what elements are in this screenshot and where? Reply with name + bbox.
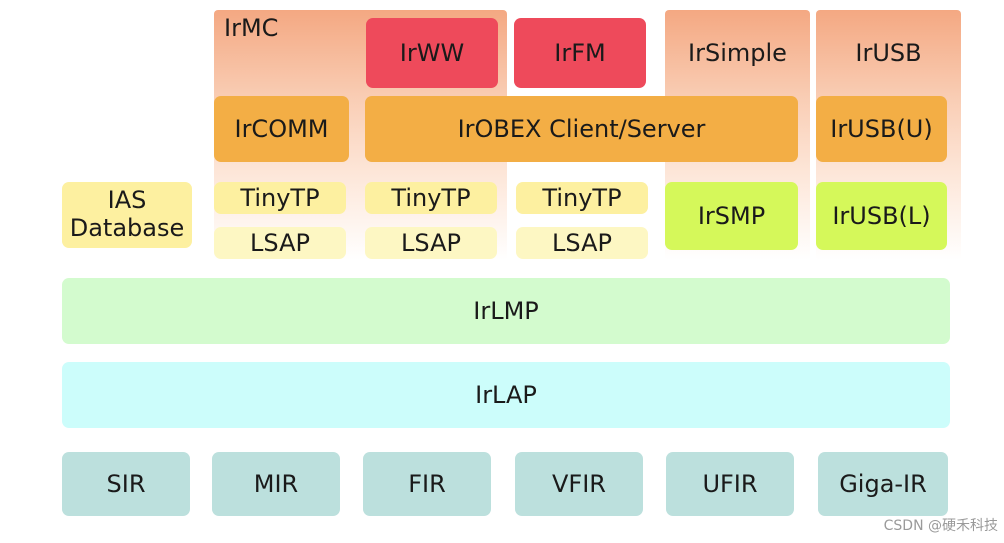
ias-database-box: IAS Database: [62, 182, 192, 248]
irmc-label: IrMC: [224, 14, 279, 42]
physical-ufir-box: UFIR: [666, 452, 794, 516]
irsimple-label: IrSimple: [688, 38, 787, 67]
tinytp-box-3: TinyTP: [516, 182, 648, 214]
irusb-l-box: IrUSB(L): [816, 182, 947, 250]
irlap-box: IrLAP: [62, 362, 950, 428]
irww-box: IrWW: [366, 18, 498, 88]
physical-fir-box: FIR: [363, 452, 491, 516]
irfm-box: IrFM: [514, 18, 646, 88]
lsap-box-2: LSAP: [365, 227, 497, 259]
irobex-box: IrOBEX Client/Server: [365, 96, 798, 162]
irsmp-box: IrSMP: [665, 182, 798, 250]
ircomm-box: IrCOMM: [214, 96, 349, 162]
lsap-box-3: LSAP: [516, 227, 648, 259]
tinytp-box-1: TinyTP: [214, 182, 346, 214]
irusb-label: IrUSB: [855, 38, 922, 67]
irlmp-box: IrLMP: [62, 278, 950, 344]
physical-vfir-box: VFIR: [515, 452, 643, 516]
lsap-box-1: LSAP: [214, 227, 346, 259]
irusb-u-box: IrUSB(U): [816, 96, 947, 162]
physical-mir-box: MIR: [212, 452, 340, 516]
watermark: CSDN @硬禾科技: [883, 518, 998, 534]
physical-giga-ir-box: Giga-IR: [818, 452, 948, 516]
physical-sir-box: SIR: [62, 452, 190, 516]
tinytp-box-2: TinyTP: [365, 182, 497, 214]
